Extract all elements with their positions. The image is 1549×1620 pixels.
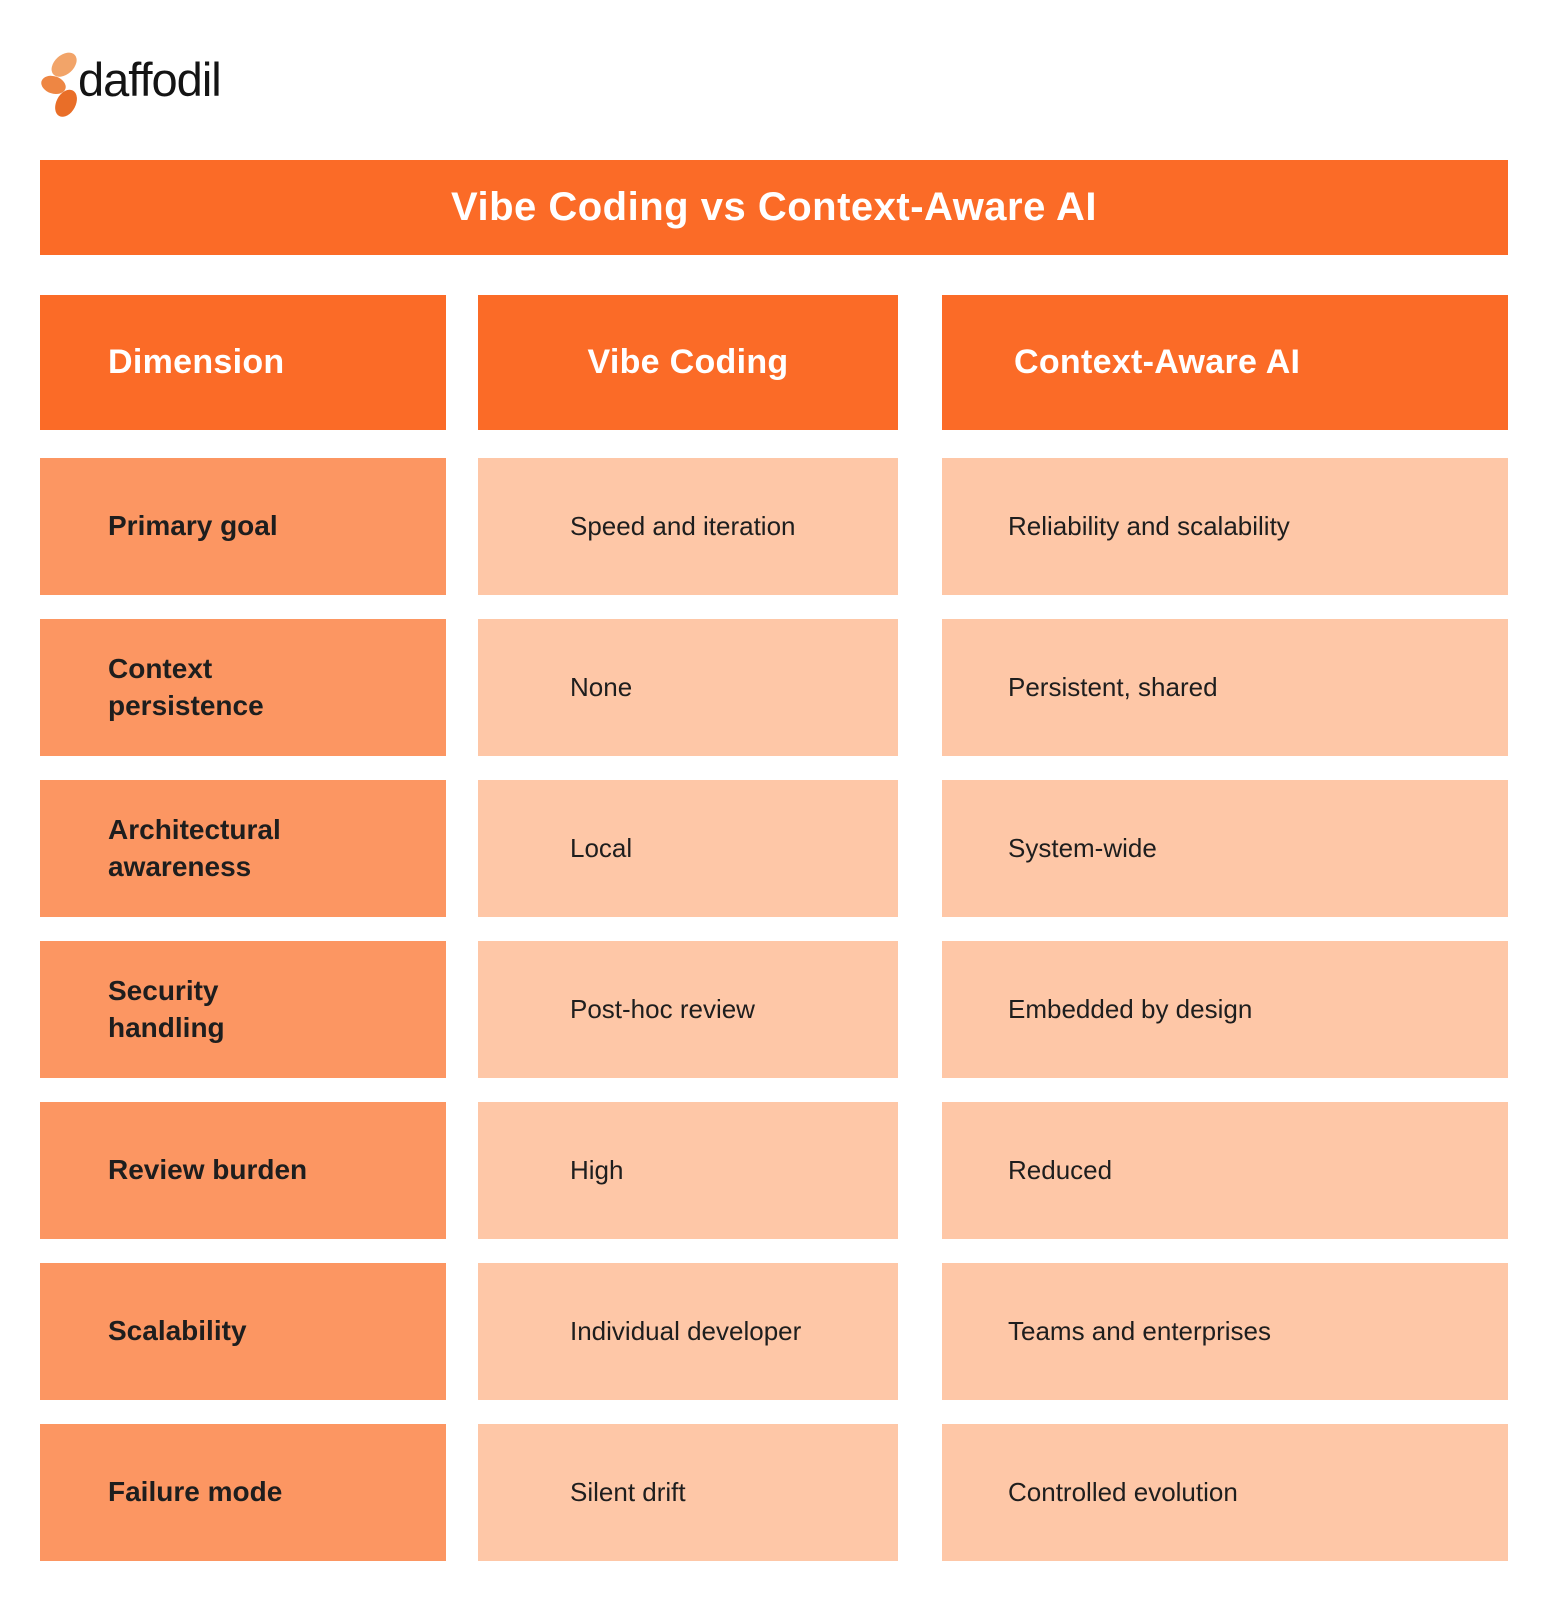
header-label-dimension: Dimension <box>108 343 285 381</box>
dimension-label: Context persistence <box>108 653 264 721</box>
dimension-cell: Review burden <box>40 1102 446 1239</box>
header-cell-dimension: Dimension <box>40 295 446 430</box>
dimension-label: Scalability <box>108 1315 247 1347</box>
context-aware-value: Controlled evolution <box>1008 1476 1238 1507</box>
table-row-scalability: Scalability Individual developer Teams a… <box>40 1263 1508 1400</box>
dimension-cell: Primary goal <box>40 458 446 595</box>
context-aware-value: Reliability and scalability <box>1008 510 1290 541</box>
table-row-review-burden: Review burden High Reduced <box>40 1102 1508 1239</box>
table-row-failure-mode: Failure mode Silent drift Controlled evo… <box>40 1424 1508 1561</box>
vibe-coding-cell: Individual developer <box>478 1263 898 1400</box>
context-aware-value: Embedded by design <box>1008 993 1253 1024</box>
vibe-coding-value: High <box>570 1154 624 1185</box>
vibe-coding-value: Local <box>570 832 633 863</box>
header-label-context-aware-ai: Context-Aware AI <box>1014 343 1301 381</box>
context-aware-value: Teams and enterprises <box>1008 1315 1272 1346</box>
daffodil-logo-text: daffodil <box>78 53 222 106</box>
dimension-cell: Context persistence <box>40 619 446 756</box>
dimension-label: Architectural awareness <box>108 814 281 882</box>
dimension-label: Failure mode <box>108 1476 283 1508</box>
title-banner: Vibe Coding vs Context-Aware AI <box>40 160 1508 255</box>
vibe-coding-cell: Speed and iteration <box>478 458 898 595</box>
dimension-cell: Scalability <box>40 1263 446 1400</box>
header-label-vibe-coding: Vibe Coding <box>587 343 789 381</box>
context-aware-value: Persistent, shared <box>1008 671 1218 702</box>
vibe-coding-value: Silent drift <box>570 1476 686 1507</box>
vibe-coding-cell: Silent drift <box>478 1424 898 1561</box>
dimension-label: Security handling <box>108 975 225 1043</box>
context-aware-cell: Teams and enterprises <box>942 1263 1508 1400</box>
header-cell-vibe-coding: Vibe Coding <box>478 295 898 430</box>
dimension-cell: Failure mode <box>40 1424 446 1561</box>
vibe-coding-value: Individual developer <box>570 1315 802 1346</box>
daffodil-flower-icon <box>41 52 77 117</box>
vibe-coding-cell: None <box>478 619 898 756</box>
vibe-coding-cell: Local <box>478 780 898 917</box>
table-row-context-persistence: Context persistence None Persistent, sha… <box>40 619 1508 756</box>
context-aware-cell: Persistent, shared <box>942 619 1508 756</box>
table-row-primary-goal: Primary goal Speed and iteration Reliabi… <box>40 458 1508 595</box>
vibe-coding-cell: Post-hoc review <box>478 941 898 1078</box>
vibe-coding-value: Speed and iteration <box>570 510 796 541</box>
context-aware-cell: Controlled evolution <box>942 1424 1508 1561</box>
context-aware-value: System-wide <box>1008 832 1157 863</box>
vibe-coding-value: None <box>570 671 633 702</box>
dimension-cell: Security handling <box>40 941 446 1078</box>
table-header-row: Dimension Vibe Coding Context-Aware AI <box>40 295 1508 430</box>
context-aware-cell: System-wide <box>942 780 1508 917</box>
dimension-cell: Architectural awareness <box>40 780 446 917</box>
daffodil-logo: daffodil <box>40 48 222 118</box>
vibe-coding-cell: High <box>478 1102 898 1239</box>
table-row-architectural-awareness: Architectural awareness Local System-wid… <box>40 780 1508 917</box>
context-aware-value: Reduced <box>1008 1154 1113 1185</box>
context-aware-cell: Embedded by design <box>942 941 1508 1078</box>
vibe-coding-value: Post-hoc review <box>570 993 755 1024</box>
header-cell-context-aware-ai: Context-Aware AI <box>942 295 1508 430</box>
context-aware-cell: Reliability and scalability <box>942 458 1508 595</box>
comparison-table: Dimension Vibe Coding Context-Aware AI P… <box>40 295 1508 1585</box>
page-title: Vibe Coding vs Context-Aware AI <box>451 185 1097 229</box>
dimension-label: Primary goal <box>108 510 278 542</box>
dimension-label: Review burden <box>108 1154 308 1186</box>
table-row-security-handling: Security handling Post-hoc review Embedd… <box>40 941 1508 1078</box>
context-aware-cell: Reduced <box>942 1102 1508 1239</box>
